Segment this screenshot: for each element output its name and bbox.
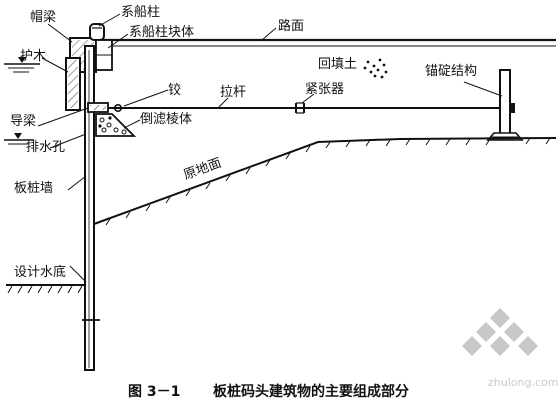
label-backfill: 回填土 — [318, 57, 358, 72]
label-drain-hole: 排水孔 — [26, 140, 66, 155]
road-surface-line — [92, 38, 556, 47]
watermark-logo — [462, 308, 538, 356]
label-inverted-filter: 倒滤棱体 — [140, 112, 193, 127]
design-seabed-line — [6, 284, 100, 321]
sheet-pile-wall — [84, 45, 95, 371]
watermark-text: zhulong.com — [488, 376, 559, 389]
fender — [65, 57, 81, 111]
label-hinge: 铰 — [168, 83, 182, 98]
caption-title: 板桩码头建筑物的主要组成部分 — [213, 384, 409, 400]
backfill-dots — [363, 58, 388, 79]
water-level-symbol-low — [4, 133, 34, 145]
label-design-bottom: 设计水底 — [14, 265, 67, 280]
waling — [87, 102, 109, 113]
original-ground-line — [93, 137, 557, 226]
label-anchor-structure: 锚碇结构 — [425, 64, 478, 79]
label-road-surface: 路面 — [278, 19, 305, 34]
anchor-structure — [486, 69, 524, 141]
label-cap-beam: 帽梁 — [30, 10, 57, 25]
caption-number: 图 3－1 — [128, 384, 181, 400]
leader-lines — [37, 13, 503, 283]
inverted-filter-prism — [95, 113, 137, 137]
turnbuckle — [295, 102, 305, 114]
mooring-block — [95, 39, 113, 71]
label-waling: 导梁 — [10, 114, 37, 129]
water-level-symbol-high — [4, 57, 40, 73]
label-turnbuckle: 紧张器 — [305, 82, 345, 97]
label-mooring-post: 系船柱 — [121, 5, 161, 20]
label-tie-rod: 拉杆 — [220, 85, 247, 100]
label-mooring-block: 系船柱块体 — [129, 25, 195, 40]
label-sheet-pile-wall: 板桩墙 — [14, 181, 54, 196]
mooring-post — [89, 23, 105, 41]
label-fender: 护木 — [20, 49, 47, 64]
